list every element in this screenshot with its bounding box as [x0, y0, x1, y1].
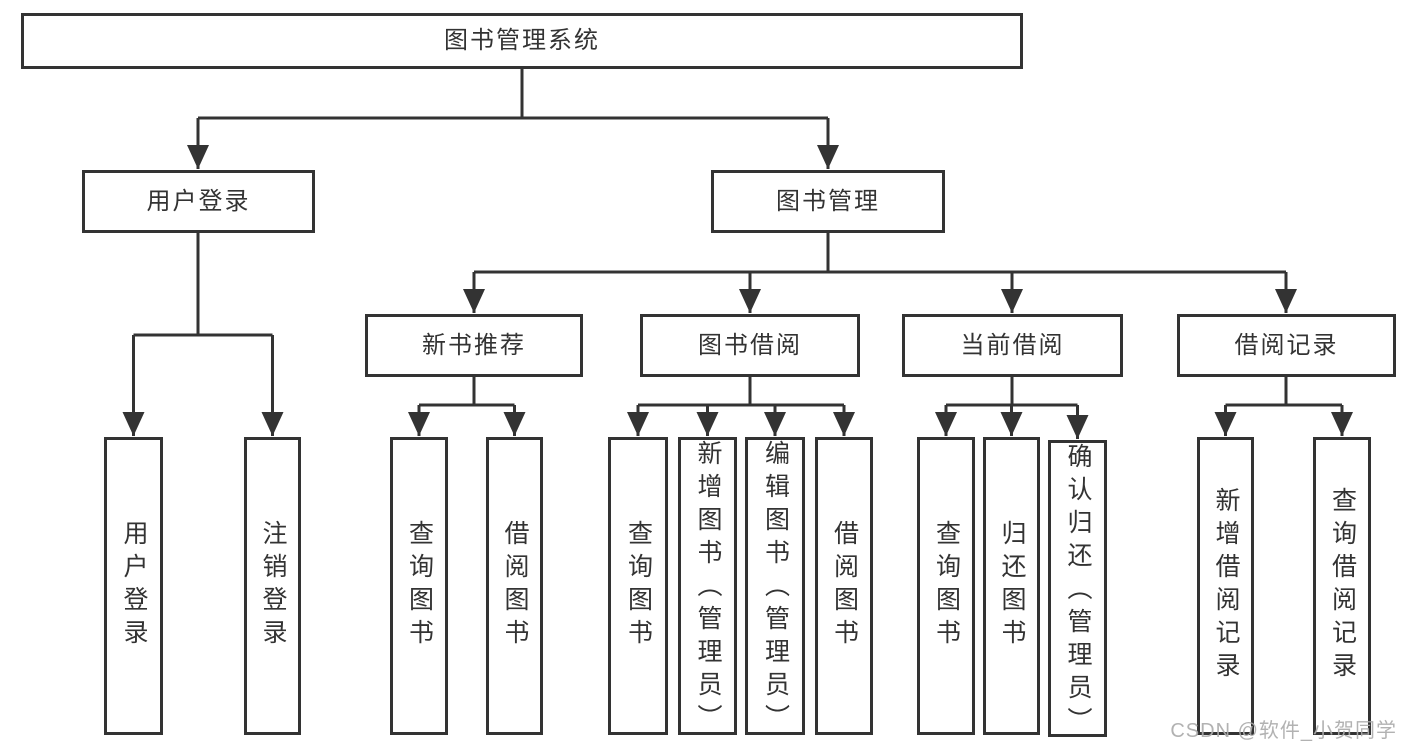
leaf-query-book-current: 查询图书: [917, 437, 975, 735]
leaf-confirm-return-admin: 确认归还（管理员）: [1048, 440, 1107, 740]
leaf-query-book-recommend: 查询图书: [390, 437, 448, 735]
leaf-add-borrow-record: 新增借阅记录: [1197, 437, 1254, 735]
leaf-query-borrow-record: 查询借阅记录: [1313, 437, 1371, 735]
leaf-add-book-admin: 新增图书（管理员）: [678, 437, 737, 737]
leaf-return-book: 归还图书: [983, 437, 1040, 735]
leaf-user-login: 用户登录: [104, 437, 163, 735]
node-root-system: 图书管理系统: [21, 13, 1023, 69]
connector-current-to-leaves: [935, 377, 1089, 439]
node-current-borrow: 当前借阅: [902, 314, 1123, 377]
leaf-borrow-book: 借阅图书: [815, 437, 873, 735]
leaf-edit-book-admin: 编辑图书（管理员）: [745, 437, 805, 737]
node-user-login: 用户登录: [82, 170, 315, 233]
connector-book-mgmt-to-level3: [463, 233, 1297, 313]
connector-user-login-to-leaves: [122, 233, 284, 436]
connector-borrow-to-leaves: [627, 377, 855, 436]
leaf-query-book-borrow: 查询图书: [608, 437, 668, 735]
leaf-borrow-book-recommend: 借阅图书: [486, 437, 543, 735]
node-book-management: 图书管理: [711, 170, 945, 233]
node-book-borrow: 图书借阅: [640, 314, 860, 377]
node-borrow-record: 借阅记录: [1177, 314, 1396, 377]
leaf-logout-login: 注销登录: [244, 437, 301, 735]
connector-root-to-level2: [187, 69, 839, 169]
connector-record-to-leaves: [1214, 377, 1353, 436]
csdn-watermark: CSDN @软件_小贺同学: [1170, 720, 1397, 742]
connector-new-book-to-leaves: [408, 377, 526, 436]
node-new-book-recommend: 新书推荐: [365, 314, 583, 377]
